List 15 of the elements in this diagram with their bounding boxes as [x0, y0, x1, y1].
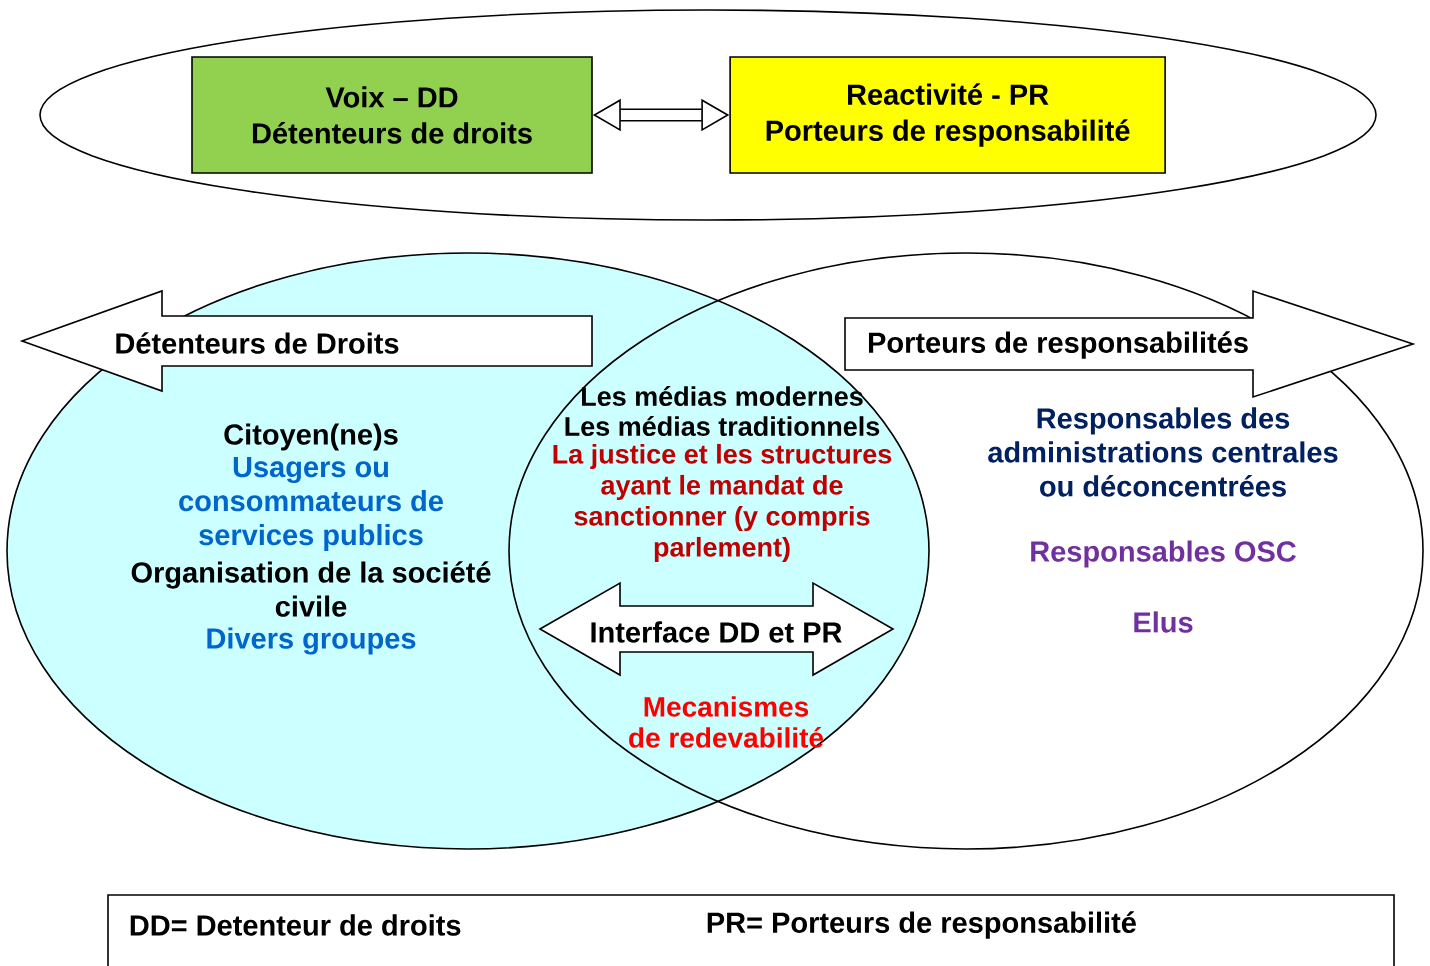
group-text: Responsables OSC	[1031, 540, 1296, 568]
group-text: Elus	[1134, 611, 1193, 633]
region-text: Mecanismes de redevabilité	[629, 696, 824, 748]
group-text: Divers groupes	[207, 627, 416, 655]
group-text: Responsables des administrations centrales ou déconcentrées	[988, 407, 1338, 497]
label-box: Reactivité - PR Porteurs de responsabilité	[729, 56, 1166, 174]
region-text: Les médias traditionnels	[565, 416, 880, 437]
group-text: Citoyen(ne)s	[224, 423, 398, 451]
ellipse-region	[508, 252, 1424, 850]
region-text: La justice et les structures ayant le mandat de sanctionner (y compris parlement)	[553, 443, 892, 563]
group-text: Usagers ou consommateurs de services publics	[179, 457, 443, 551]
group-text: Organisation de la société civile	[131, 561, 491, 617]
node-label: Porteurs de responsabilités	[868, 331, 1248, 359]
label-box: Voix – DD Détenteurs de droits	[191, 56, 593, 174]
note-box: DD= Detenteur de droits PR= Porteurs de responsabilité	[107, 894, 1395, 966]
